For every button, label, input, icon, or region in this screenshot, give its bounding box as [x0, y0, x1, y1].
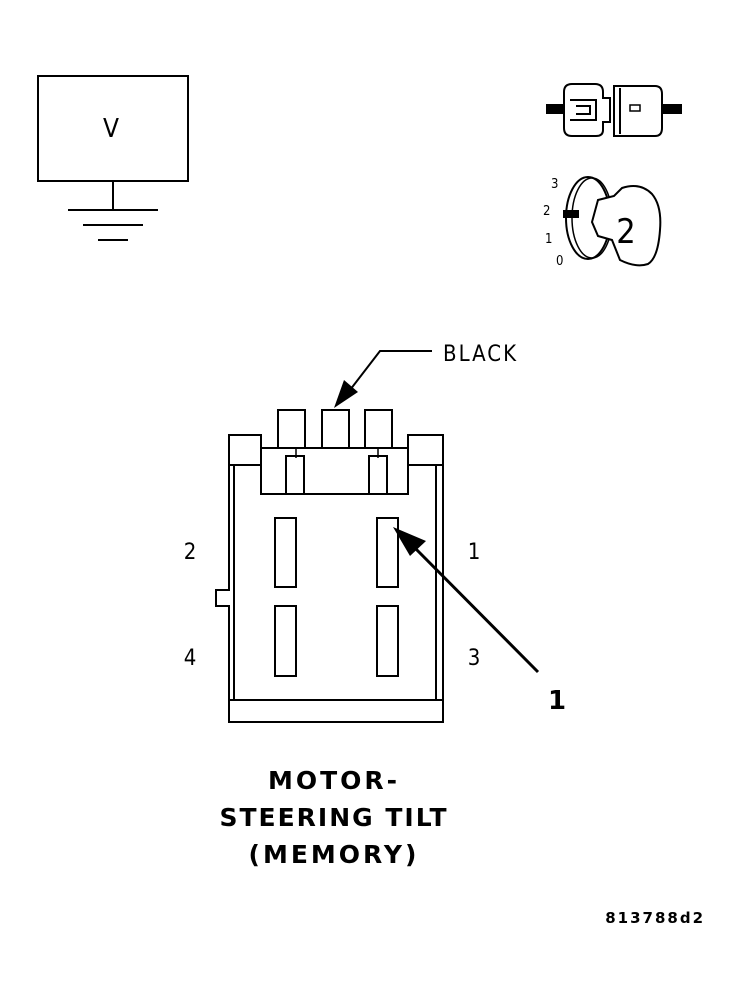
callout-number: 1	[548, 686, 566, 716]
caption-line-2: STEERING TILT	[219, 803, 448, 832]
voltmeter-icon: V	[37, 75, 189, 241]
pin-cavity-4	[274, 605, 297, 677]
ignition-switch-icon: 3 2 1 0 2	[543, 176, 662, 269]
connector-disconnect-icon	[546, 83, 682, 137]
callout-1: 1	[393, 527, 566, 716]
pin-cavities	[274, 517, 399, 677]
pin-cavity-1	[376, 517, 399, 588]
connector-face	[215, 409, 444, 723]
pin-cavity-3	[376, 605, 399, 677]
caption-line-3: (MEMORY)	[249, 840, 420, 869]
pin-cavity-2	[274, 517, 297, 588]
pin-label-3: 3	[468, 646, 481, 671]
connector-color-callout: BLACK	[334, 342, 518, 408]
ignition-position-1: 1	[545, 232, 552, 247]
caption-line-1: MOTOR-	[268, 766, 400, 795]
pin-label-4: 4	[184, 646, 197, 671]
pin-label-1: 1	[468, 540, 481, 565]
figure-id: 813788d2	[605, 909, 705, 927]
ignition-key-position: 2	[616, 212, 635, 252]
pin-label-2: 2	[184, 540, 197, 565]
connector-color-label: BLACK	[443, 342, 518, 367]
ignition-position-3: 3	[551, 177, 558, 192]
voltmeter-label: V	[103, 114, 119, 144]
component-caption: MOTOR- STEERING TILT (MEMORY)	[219, 766, 448, 869]
ignition-position-2: 2	[543, 204, 550, 219]
ignition-position-0: 0	[556, 254, 563, 269]
